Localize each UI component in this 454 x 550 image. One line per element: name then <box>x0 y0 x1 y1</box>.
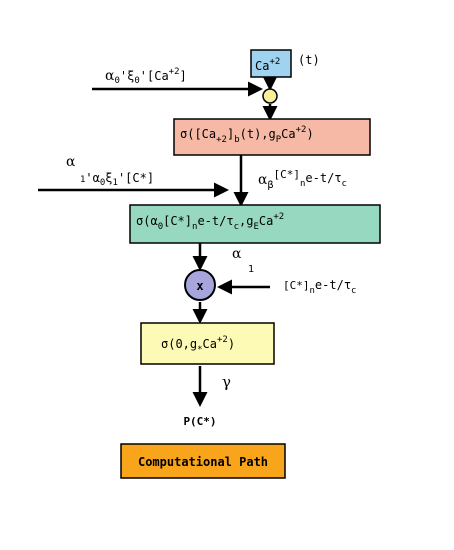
input2-label: αβ[C*]ne-t/τc <box>258 168 347 191</box>
sigma3-box <box>140 322 275 365</box>
multiply-label: x <box>196 279 203 293</box>
input0-label: α0'ξ0'[Ca+2] <box>105 67 187 86</box>
input1-alpha: α <box>66 154 76 170</box>
ca-box <box>250 49 292 78</box>
junction-node <box>262 88 278 104</box>
sigma1-label: σ([Ca+2]b(t),gPCa+2) <box>180 125 314 145</box>
gamma-label: γ <box>222 373 231 391</box>
sigma3-label: σ(0,g*Ca+2) <box>161 335 235 355</box>
input3-alpha: α <box>232 246 242 262</box>
sigma1-box <box>173 118 371 156</box>
connectors <box>38 76 278 407</box>
computational-path-box <box>120 443 286 479</box>
sigma2-label: σ(α0[C*]ne-t/τc,gECa+2 <box>136 212 284 232</box>
computational-path-label: Computational Path <box>138 455 268 469</box>
multiply-node <box>184 269 216 301</box>
output-label: P(C*) <box>183 415 216 428</box>
ca-time-label: (t) <box>298 53 320 67</box>
sigma2-box <box>129 204 381 244</box>
input3-sub: 1 <box>248 264 254 275</box>
input1-label: 1'α0ξ1'[C*] <box>80 171 154 188</box>
svg-text:Ca+2: Ca+2 <box>255 57 280 73</box>
input4-label: [C*]ne-t/τc <box>283 278 356 296</box>
